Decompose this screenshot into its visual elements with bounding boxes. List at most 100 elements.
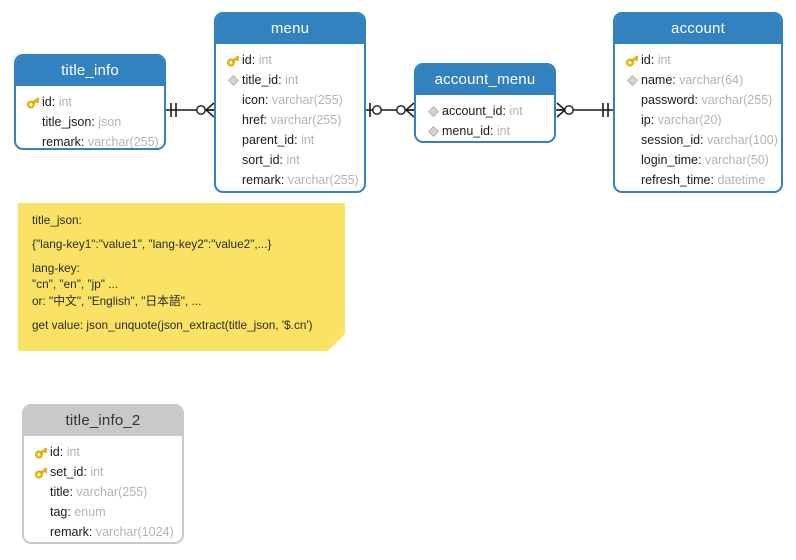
note-fold-corner-icon: [328, 334, 345, 351]
diamond-icon: [424, 101, 442, 121]
field-row[interactable]: sort_id: int: [216, 150, 364, 170]
field-row[interactable]: id: int: [615, 50, 781, 70]
field-row[interactable]: remark: varchar(1024): [24, 522, 182, 542]
field-type: int: [90, 465, 104, 479]
field-type: varchar(255): [87, 135, 159, 149]
field-name: sort_id: [242, 153, 280, 167]
field-icon-none: [24, 112, 42, 132]
field-type: varchar(100): [707, 133, 778, 147]
field-row[interactable]: refresh_time: datetime: [615, 170, 781, 190]
field-name: href: [242, 113, 264, 127]
field-colon: :: [91, 115, 99, 129]
field-row[interactable]: set_id: int: [24, 462, 182, 482]
field-name: session_id: [641, 133, 701, 147]
field-row[interactable]: session_id: varchar(100): [615, 130, 781, 150]
field-row[interactable]: menu_id: int: [416, 121, 554, 141]
field-colon: :: [502, 104, 510, 118]
field-type: enum: [74, 505, 106, 519]
field-colon: :: [650, 53, 658, 67]
field-type: varchar(64): [679, 73, 744, 87]
field-type: varchar(50): [704, 153, 769, 167]
field-row[interactable]: tag: enum: [24, 502, 182, 522]
field-icon-none: [623, 170, 641, 190]
key-icon: [224, 50, 242, 70]
field-type: varchar(255): [287, 173, 359, 187]
field-icon-none: [24, 132, 42, 148]
field-colon: :: [280, 173, 288, 187]
field-icon-none: [623, 110, 641, 130]
field-colon: :: [264, 93, 272, 107]
field-colon: :: [83, 465, 91, 479]
field-type: int: [258, 53, 272, 67]
field-name: icon: [242, 93, 265, 107]
key-icon: [32, 442, 50, 462]
entity-title-account_menu: account_menu: [416, 65, 554, 95]
field-colon: :: [88, 525, 96, 539]
field-colon: :: [710, 173, 718, 187]
field-name: title_id: [242, 73, 279, 87]
field-icon-none: [32, 502, 50, 522]
field-name: id: [42, 95, 52, 109]
field-name: name: [641, 73, 673, 87]
field-colon: :: [69, 485, 77, 499]
field-colon: :: [251, 53, 259, 67]
relationship-account_menu-account[interactable]: [556, 100, 613, 120]
field-colon: :: [294, 133, 302, 147]
note-line: "cn", "en", "jp" ...: [32, 277, 119, 292]
field-row[interactable]: id: int: [16, 92, 164, 112]
field-row[interactable]: password: varchar(255): [615, 90, 781, 110]
relationship-menu-account_menu[interactable]: [366, 100, 415, 120]
field-icon-none: [623, 150, 641, 170]
field-type: varchar(255): [270, 113, 342, 127]
field-row[interactable]: account_id: int: [416, 101, 554, 121]
field-row[interactable]: remark: varchar(255): [216, 170, 364, 190]
field-colon: :: [694, 93, 702, 107]
field-name: title_json: [42, 115, 92, 129]
field-colon: :: [700, 133, 708, 147]
field-row[interactable]: title_id: int: [216, 70, 364, 90]
field-colon: :: [67, 505, 75, 519]
field-icon-none: [623, 90, 641, 110]
field-colon: :: [80, 135, 88, 149]
field-colon: :: [263, 113, 271, 127]
relationship-title_info-menu[interactable]: [166, 100, 215, 120]
field-row[interactable]: name: varchar(64): [615, 70, 781, 90]
field-icon-none: [224, 150, 242, 170]
field-row[interactable]: id: int: [24, 442, 182, 462]
diamond-icon: [623, 70, 641, 90]
field-type: varchar(255): [76, 485, 148, 499]
note-line: {"lang-key1":"value1", "lang-key2":"valu…: [32, 236, 272, 251]
entity-title-title_info: title_info: [16, 56, 164, 86]
field-name: account_id: [442, 104, 503, 118]
field-row[interactable]: id: int: [216, 50, 364, 70]
field-row[interactable]: icon: varchar(255): [216, 90, 364, 110]
field-name: tag: [50, 505, 68, 519]
sticky-note-title-json-note[interactable]: title_json:{"lang-key1":"value1", "lang-…: [18, 203, 345, 351]
field-row[interactable]: title_json: json: [16, 112, 164, 132]
key-icon: [32, 462, 50, 482]
field-row[interactable]: href: varchar(255): [216, 110, 364, 130]
field-name: refresh_time: [641, 173, 711, 187]
field-row[interactable]: remark: varchar(255): [16, 132, 164, 149]
field-name: remark: [242, 173, 281, 187]
field-colon: :: [278, 73, 286, 87]
field-name: menu_id: [442, 124, 490, 138]
field-icon-none: [224, 130, 242, 150]
field-name: ip: [641, 113, 651, 127]
diamond-icon: [224, 70, 242, 90]
field-row[interactable]: ip: varchar(20): [615, 110, 781, 130]
field-row[interactable]: title: varchar(255): [24, 482, 182, 502]
key-icon: [24, 92, 42, 112]
field-type: datetime: [717, 173, 766, 187]
field-row[interactable]: parent_id: int: [216, 130, 364, 150]
field-row[interactable]: login_time: varchar(50): [615, 150, 781, 170]
